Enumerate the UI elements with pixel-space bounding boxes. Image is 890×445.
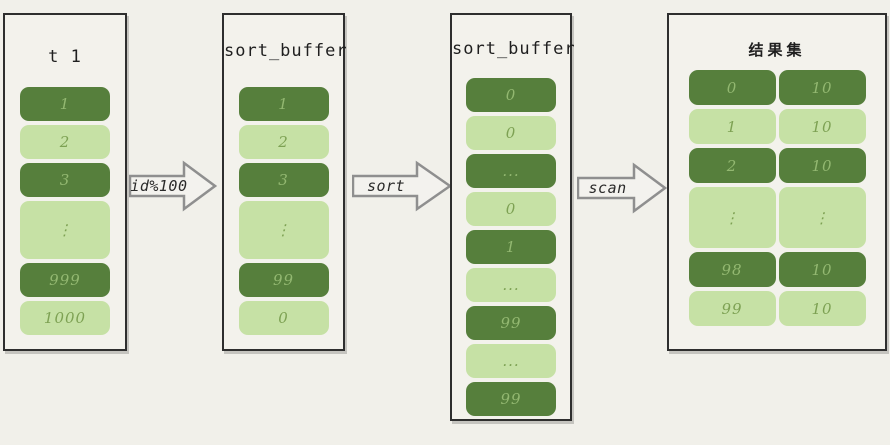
result-cell: 0 (688, 70, 776, 105)
buffer-cell: ... (466, 344, 556, 378)
arrow-label: sort (366, 177, 406, 195)
result-set-title: 结果集 (748, 41, 806, 59)
buffer-cell: ⋮ (20, 201, 110, 259)
arrow-label: id%100 (130, 177, 188, 195)
result-cell: 10 (778, 109, 866, 144)
table-t1-box: t 1 1 2 3 ⋮ 999 1000 (3, 13, 127, 351)
buffer-cell: 0 (466, 116, 556, 150)
arrow-sort: sort (352, 160, 452, 212)
buffer-cell: 2 (20, 125, 110, 159)
arrow-right-icon (129, 160, 217, 212)
buffer-cell: 3 (20, 163, 110, 197)
sort-buffer-2-title: sort_buffer (452, 39, 576, 59)
result-cell: 10 (778, 252, 866, 287)
buffer-cell: 3 (238, 163, 329, 197)
arrow-right-icon (352, 160, 452, 212)
buffer-cell: 2 (238, 125, 329, 159)
arrow-label: scan (588, 179, 627, 197)
sort-buffer-1-cells: 1 2 3 ⋮ 99 0 (224, 87, 343, 335)
sort-buffer-1-box: sort_buffer 1 2 3 ⋮ 99 0 (222, 13, 348, 351)
result-cell: ⋮ (778, 187, 866, 248)
result-cell: 98 (688, 252, 776, 287)
arrow-id-mod-100: id%100 (129, 160, 217, 212)
table-t1-title: t 1 (48, 47, 82, 67)
result-cell: 10 (778, 291, 866, 326)
buffer-cell: 99 (238, 263, 329, 297)
result-row: ⋮⋮ (688, 187, 866, 248)
result-cell: 1 (688, 109, 776, 144)
sort-buffer-1-title: sort_buffer (224, 41, 348, 61)
buffer-cell: 0 (466, 78, 556, 112)
sort-buffer-2-box: sort_buffer 0 0... 0 1... 99... 99 (450, 13, 576, 421)
buffer-cell: 0 (466, 192, 556, 226)
arrow-right-icon (577, 162, 667, 214)
buffer-cell: 1 (238, 87, 329, 121)
buffer-cell: 1 (20, 87, 110, 121)
result-cell: ⋮ (688, 187, 776, 248)
buffer-cell: 0 (238, 301, 329, 335)
buffer-cell: ⋮ (238, 201, 329, 259)
buffer-cell: ... (466, 154, 556, 188)
buffer-cell: 1 (466, 230, 556, 264)
buffer-cell: 99 (466, 382, 556, 416)
buffer-cell: 99 (466, 306, 556, 340)
buffer-cell: ... (466, 268, 556, 302)
buffer-cell: 999 (20, 263, 110, 297)
result-cell: 10 (778, 70, 866, 105)
result-cell: 2 (688, 148, 776, 183)
result-cell: 99 (688, 291, 776, 326)
table-t1-cells: 1 2 3 ⋮ 999 1000 (5, 87, 125, 335)
arrow-scan: scan (577, 162, 667, 214)
result-cell: 10 (778, 148, 866, 183)
sort-buffer-2-cells: 0 0... 0 1... 99... 99 (452, 78, 570, 416)
buffer-cell: 1000 (20, 301, 110, 335)
